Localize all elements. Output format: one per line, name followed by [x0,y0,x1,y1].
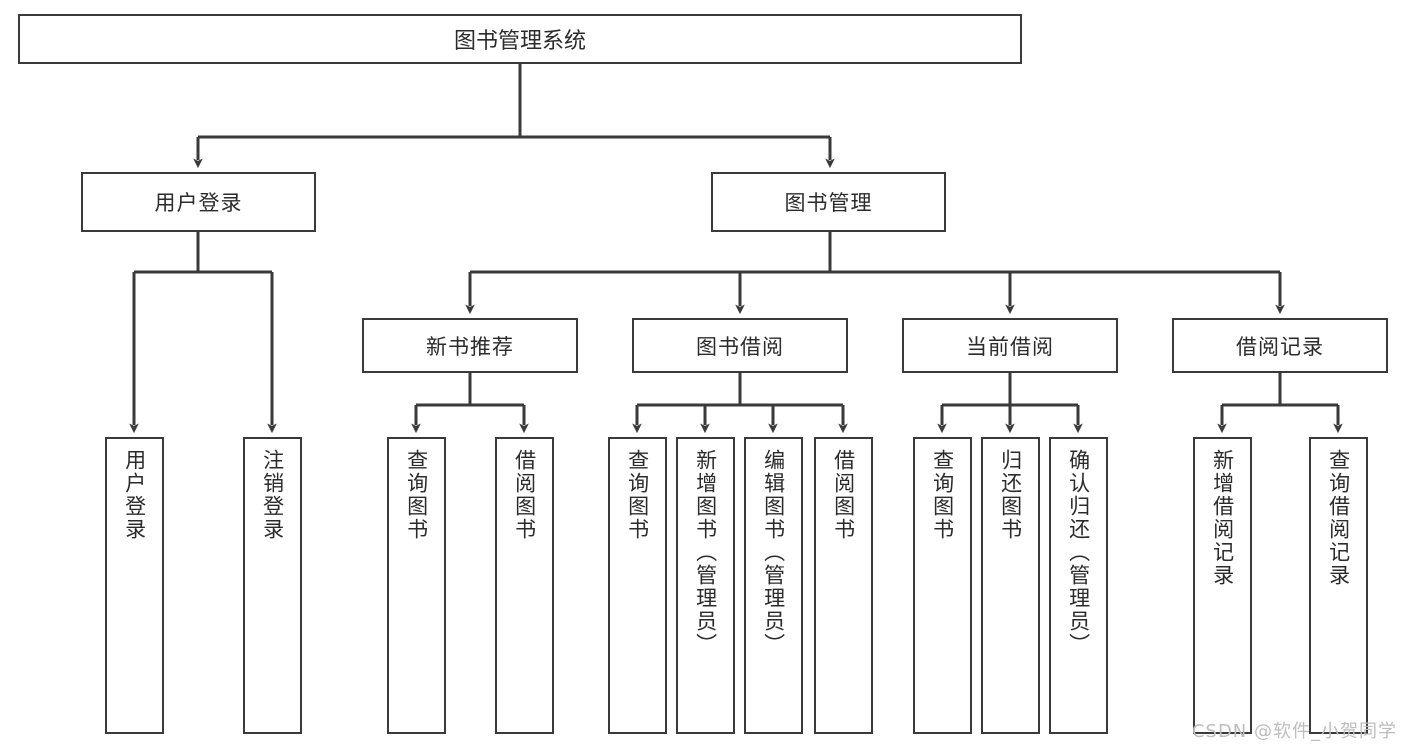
leaf-add-book-admin-label: 新增图书（管理员） [693,449,718,656]
node-current-borrow[interactable]: 当前借阅 [902,318,1118,373]
leaf-return-book-label: 归还图书 [998,449,1023,541]
leaf-return-book[interactable]: 归还图书 [981,437,1040,734]
leaf-user-login-label: 用户登录 [122,449,147,541]
leaf-user-login[interactable]: 用户登录 [105,437,164,734]
node-book-manage-label: 图书管理 [784,191,873,215]
leaf-borrow-book-1-label: 借阅图书 [512,449,537,541]
node-current-borrow-label: 当前借阅 [966,334,1054,359]
node-user-login[interactable]: 用户登录 [81,172,316,232]
node-new-book-rec-label: 新书推荐 [426,334,514,359]
leaf-logout-login-label: 注销登录 [260,449,285,541]
leaf-query-borrow-record[interactable]: 查询借阅记录 [1309,437,1368,734]
leaf-logout-login[interactable]: 注销登录 [243,437,302,734]
leaf-confirm-return-admin-label: 确认归还（管理员） [1066,449,1091,656]
node-borrow-record[interactable]: 借阅记录 [1172,318,1388,373]
leaf-edit-book-admin-label: 编辑图书（管理员） [761,449,786,656]
node-user-login-label: 用户登录 [154,191,243,215]
leaf-add-borrow-record[interactable]: 新增借阅记录 [1193,437,1252,734]
leaf-add-borrow-record-label: 新增借阅记录 [1210,449,1235,587]
leaf-confirm-return-admin[interactable]: 确认归还（管理员） [1049,437,1108,734]
leaf-borrow-book-1[interactable]: 借阅图书 [495,437,554,734]
leaf-query-book-3-label: 查询图书 [930,449,955,541]
leaf-query-borrow-record-label: 查询借阅记录 [1326,449,1351,587]
node-book-borrow[interactable]: 图书借阅 [632,318,848,373]
leaf-query-book-1-label: 查询图书 [404,449,429,541]
node-root-label: 图书管理系统 [453,29,586,54]
leaf-add-book-admin[interactable]: 新增图书（管理员） [676,437,735,734]
node-book-borrow-label: 图书借阅 [696,334,784,359]
leaf-query-book-3[interactable]: 查询图书 [913,437,972,734]
leaf-query-book-2-label: 查询图书 [625,449,650,541]
leaf-query-book-2[interactable]: 查询图书 [608,437,667,734]
leaf-query-book-1[interactable]: 查询图书 [387,437,446,734]
leaf-borrow-book-2[interactable]: 借阅图书 [814,437,873,734]
node-borrow-record-label: 借阅记录 [1236,334,1324,359]
leaf-edit-book-admin[interactable]: 编辑图书（管理员） [744,437,803,734]
leaf-borrow-book-2-label: 借阅图书 [831,449,856,541]
node-root[interactable]: 图书管理系统 [18,14,1022,64]
node-book-manage[interactable]: 图书管理 [711,172,946,232]
node-new-book-rec[interactable]: 新书推荐 [362,318,578,373]
